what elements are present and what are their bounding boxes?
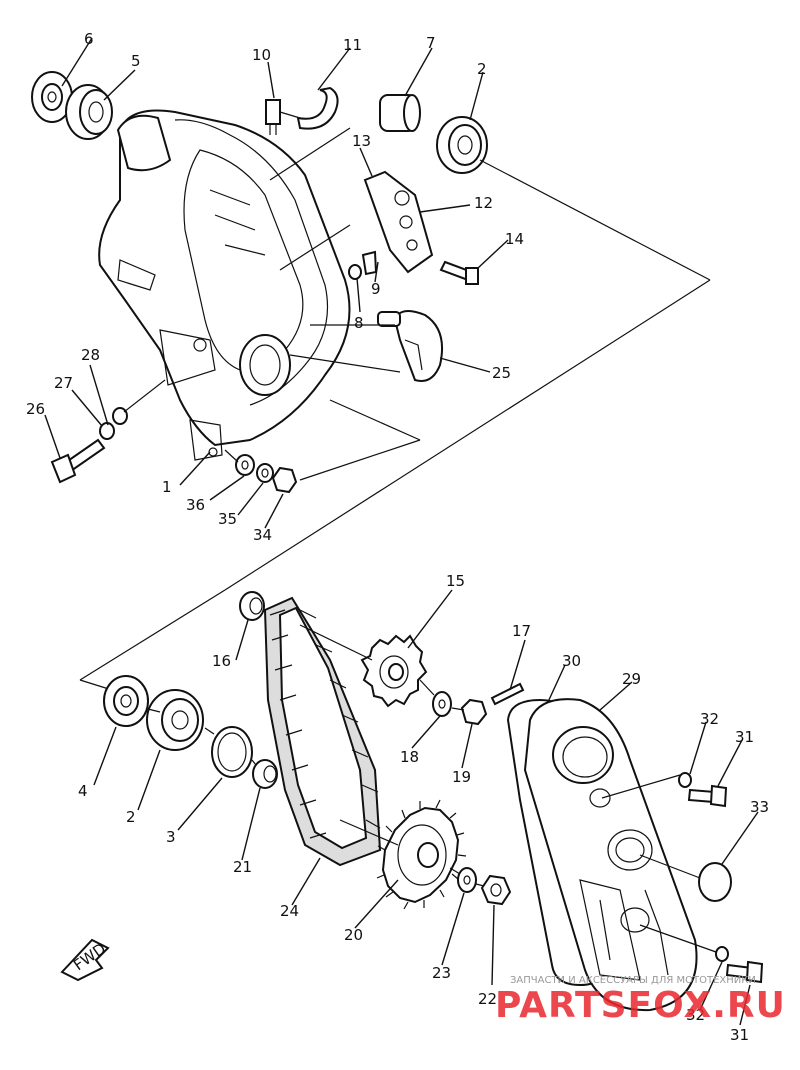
bearing-5 <box>65 84 113 140</box>
label-5: 5 <box>131 52 141 70</box>
callout-labels: 6 5 10 11 7 2 13 12 14 9 8 25 28 27 26 1… <box>26 30 769 1044</box>
bolt-14 <box>439 260 479 285</box>
label-31-bottom: 31 <box>730 1026 749 1044</box>
label-33: 33 <box>750 798 769 816</box>
label-22: 22 <box>478 990 497 1008</box>
assembly-lines-bottom <box>93 589 759 1026</box>
label-2-bottom: 2 <box>126 808 136 826</box>
label-4: 4 <box>78 782 88 800</box>
label-7: 7 <box>426 34 436 52</box>
fwd-arrow-icon: FWD <box>60 938 110 982</box>
circlip-3 <box>211 726 253 778</box>
bolt-31-bottom <box>725 960 764 984</box>
washer-32-bottom <box>715 946 729 962</box>
breather-hose-11 <box>296 86 339 130</box>
label-9: 9 <box>371 280 381 298</box>
nut-22 <box>480 874 512 906</box>
label-20: 20 <box>344 926 363 944</box>
label-18: 18 <box>400 748 419 766</box>
bolt-9 <box>361 250 378 276</box>
collar-16 <box>239 591 265 621</box>
label-25: 25 <box>492 364 511 382</box>
drive-chain-24 <box>263 596 382 867</box>
label-35: 35 <box>218 510 237 528</box>
label-16: 16 <box>212 652 231 670</box>
label-6: 6 <box>84 30 94 48</box>
label-12: 12 <box>474 194 493 212</box>
chain-case-housing-1 <box>98 109 351 461</box>
watermark-logo: PARTSFOX.RU <box>495 985 786 1026</box>
label-28: 28 <box>81 346 100 364</box>
label-36: 36 <box>186 496 205 514</box>
bolt-31-top <box>687 784 728 808</box>
bearing-2-top <box>436 116 488 174</box>
label-15: 15 <box>446 572 465 590</box>
label-31-top: 31 <box>735 728 754 746</box>
washer-35 <box>256 463 274 483</box>
label-30: 30 <box>562 652 581 670</box>
label-3: 3 <box>166 828 176 846</box>
label-21: 21 <box>233 858 252 876</box>
oil-seal-4 <box>103 675 149 727</box>
label-14: 14 <box>505 230 524 248</box>
bolt-26 <box>50 438 106 484</box>
watermark-tagline: ЗАПЧАСТИ И АКСЕССУАРЫ ДЛЯ МОТОТЕХНИКИ <box>510 975 756 986</box>
label-34: 34 <box>253 526 272 544</box>
label-24: 24 <box>280 902 299 920</box>
label-11: 11 <box>343 36 362 54</box>
nut-19 <box>460 698 488 726</box>
washer-8 <box>348 264 362 280</box>
washer-23 <box>457 867 477 893</box>
label-32-top: 32 <box>700 710 719 728</box>
washer-32-top <box>678 772 692 788</box>
label-27: 27 <box>54 374 73 392</box>
tensioner-25 <box>377 310 444 382</box>
cotter-pin-17 <box>490 682 525 706</box>
cap-33 <box>698 862 732 902</box>
nut-34 <box>271 466 298 494</box>
driven-sprocket-20 <box>376 799 467 910</box>
assembly-lines-top <box>44 37 711 691</box>
label-29: 29 <box>622 670 641 688</box>
chain-case-cover-29 <box>523 698 698 1012</box>
collar-7 <box>379 94 421 132</box>
collar-21 <box>252 759 278 789</box>
label-17: 17 <box>512 622 531 640</box>
washer-36 <box>235 454 255 476</box>
label-19: 19 <box>452 768 471 786</box>
label-23: 23 <box>432 964 451 982</box>
label-13: 13 <box>352 132 371 150</box>
bracket-plate-12 <box>363 170 434 274</box>
label-32-bottom: 32 <box>686 1006 705 1024</box>
label-26: 26 <box>26 400 45 418</box>
washer-18 <box>432 691 452 717</box>
label-8: 8 <box>354 314 364 332</box>
bearing-2-bottom <box>146 689 204 751</box>
label-1: 1 <box>162 478 172 496</box>
sensor-10 <box>265 99 301 135</box>
label-10: 10 <box>252 46 271 64</box>
drive-sprocket-15 <box>360 634 428 708</box>
washer-28 <box>112 407 128 425</box>
label-2-top: 2 <box>477 60 487 78</box>
